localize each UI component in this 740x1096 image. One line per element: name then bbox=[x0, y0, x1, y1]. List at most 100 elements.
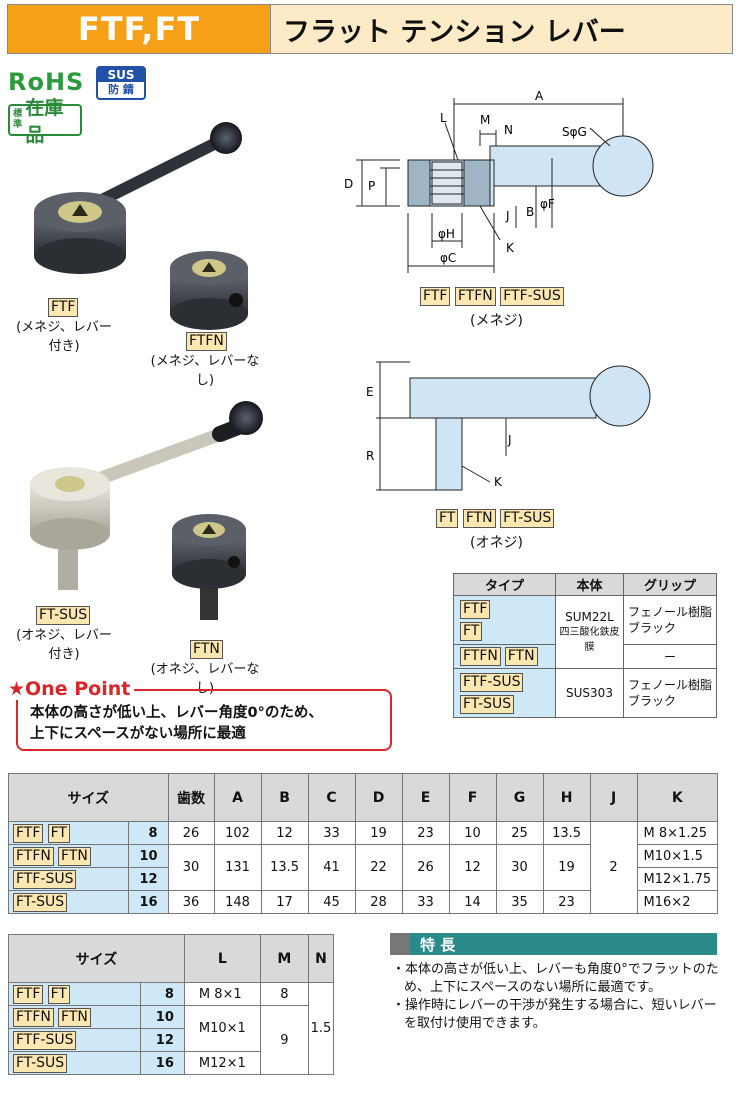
cell: 25 bbox=[495, 821, 544, 845]
table-row: FTF-SUS 12 M12×1.75 bbox=[8, 867, 719, 891]
mat-type-ftf: FTF bbox=[460, 600, 491, 619]
bottom-caption: (オネジ) bbox=[470, 535, 523, 551]
page-header: FTF,FT フラット テンション レバー bbox=[7, 4, 733, 54]
spec-head-f: F bbox=[448, 773, 497, 822]
spec-head-teeth: 歯数 bbox=[167, 773, 215, 822]
cell: 41 bbox=[307, 844, 356, 891]
table-row: FT-SUS 16 36 148 17 45 28 33 14 35 23 M1… bbox=[8, 890, 719, 914]
dim-b: B bbox=[526, 205, 534, 219]
cell: 26 bbox=[167, 821, 215, 845]
mat-grip-1a: フェノール樹脂 bbox=[628, 605, 713, 619]
cell-m: 8 bbox=[259, 982, 309, 1006]
spec-size-16: 16 bbox=[127, 890, 169, 914]
mat-grip-1: フェノール樹脂 ブラック bbox=[623, 595, 717, 645]
cell: 10 bbox=[448, 821, 497, 845]
spec2-type-ftfn: FTFN bbox=[13, 1007, 54, 1027]
cell: 23 bbox=[401, 821, 450, 845]
mat-type-ftf-sus: FTF-SUS bbox=[460, 673, 524, 692]
cell-l: M10×1 bbox=[183, 1005, 261, 1052]
cell: 12 bbox=[448, 844, 497, 891]
mat-body-steel-2: 四三酸化鉄皮膜 bbox=[559, 626, 620, 653]
type-ftf-sus: FTF-SUS bbox=[500, 287, 564, 306]
cell: 36 bbox=[167, 890, 215, 914]
mat-body-steel-1: SUM22L bbox=[565, 609, 614, 624]
cell: 26 bbox=[401, 844, 450, 891]
product-code: FTF,FT bbox=[8, 5, 270, 53]
spec2-head-l: L bbox=[183, 934, 261, 983]
sus-badge: SUS 防 錆 bbox=[96, 66, 146, 100]
table-row: FT-SUS 16 M12×1 bbox=[8, 1051, 334, 1075]
spec-size-12: 12 bbox=[127, 867, 169, 891]
mat-type-ftfn: FTFN bbox=[460, 647, 501, 666]
ftn-desc: (オネジ、レバーなし) bbox=[150, 662, 260, 696]
spec-head-j: J bbox=[589, 773, 638, 822]
spec2-head-n: N bbox=[307, 934, 335, 983]
spec-type-1: FTF FT bbox=[8, 821, 129, 845]
features-header: 特 長 bbox=[390, 933, 717, 955]
ft-sus-code: FT-SUS bbox=[36, 606, 91, 625]
cell-k: M10×1.5 bbox=[636, 844, 719, 868]
spec-type-ftf-sus: FTF-SUS bbox=[13, 869, 77, 889]
spec2-type-3: FTF-SUS bbox=[8, 1028, 141, 1052]
ftn-code: FTN bbox=[190, 640, 223, 659]
mat-body-sus: SUS303 bbox=[555, 668, 624, 718]
cell: 33 bbox=[307, 821, 356, 845]
cell-k: M 8×1.25 bbox=[636, 821, 719, 845]
dim-s: SφG bbox=[562, 125, 587, 139]
stock-badge-small: 標準 bbox=[13, 109, 23, 130]
dim-d: D bbox=[344, 177, 353, 191]
spec2-type-ftf-sus: FTF-SUS bbox=[13, 1030, 77, 1050]
cell: 19 bbox=[542, 844, 591, 891]
dim-k2: K bbox=[494, 475, 503, 489]
spec2-head-size: サイズ bbox=[8, 934, 185, 983]
ft-sus-photo bbox=[30, 401, 263, 590]
spec-head-c: C bbox=[307, 773, 356, 822]
ft-sus-desc: (オネジ、レバー付き) bbox=[16, 628, 112, 662]
ft-sus-label-group: FT-SUS bbox=[36, 604, 91, 625]
stock-badge: 標準 在庫品 bbox=[8, 97, 82, 146]
spec-head-a: A bbox=[213, 773, 262, 822]
mat-head-body: 本体 bbox=[555, 573, 624, 596]
dim-j2: J bbox=[507, 433, 512, 447]
cell: 22 bbox=[354, 844, 403, 891]
table-row: FTFN FTN 10 30 131 13.5 41 22 26 12 30 1… bbox=[8, 844, 719, 891]
cell: 23 bbox=[542, 890, 591, 914]
cell: 13.5 bbox=[542, 821, 591, 845]
dim-e: E bbox=[366, 385, 374, 399]
mat-row1-types: FTF FT bbox=[453, 595, 556, 645]
cell: 45 bbox=[307, 890, 356, 914]
spec-head-k: K bbox=[636, 773, 719, 822]
mat-row3-types: FTF-SUS FT-SUS bbox=[453, 668, 556, 718]
spec2-type-4: FT-SUS bbox=[8, 1051, 141, 1075]
spec-type-ft-sus: FT-SUS bbox=[13, 892, 68, 912]
ftfn-photo bbox=[170, 251, 248, 330]
spec2-type-ft-sus: FT-SUS bbox=[13, 1053, 68, 1073]
cell-l: M12×1 bbox=[183, 1051, 261, 1075]
spec-type-3: FTF-SUS bbox=[8, 867, 129, 891]
one-point-box bbox=[16, 689, 392, 751]
spec2-type-ftn: FTN bbox=[58, 1007, 91, 1027]
rohs-badge: RoHS bbox=[8, 68, 85, 96]
dim-j: J bbox=[505, 209, 510, 223]
one-point-line-2: 上下にスペースがない場所に最適 bbox=[30, 726, 246, 742]
cell: 12 bbox=[260, 821, 309, 845]
dim-r: R bbox=[366, 449, 374, 463]
mat-type-ftn: FTN bbox=[504, 647, 538, 666]
ftf-desc: (メネジ、レバー付き) bbox=[16, 320, 112, 354]
ftfn-desc: (メネジ、レバーなし) bbox=[150, 354, 260, 388]
dim-k: K bbox=[506, 241, 515, 255]
spec-size-10: 10 bbox=[127, 844, 169, 868]
top-types: FTF FTFN FTF-SUS bbox=[420, 287, 564, 306]
spec-type-4: FT-SUS bbox=[8, 890, 129, 914]
feature-item: ・本体の高さが低い上、レバーも角度0°でフラットのため、上下にスペースのない場所… bbox=[392, 962, 719, 995]
dim-m: M bbox=[480, 113, 490, 127]
spec-head-size: サイズ bbox=[8, 773, 169, 822]
spec-type-ftf: FTF bbox=[13, 823, 44, 843]
spec-type-2: FTFN FTN bbox=[8, 844, 129, 868]
cell: 35 bbox=[495, 890, 544, 914]
cell: 17 bbox=[260, 890, 309, 914]
cell-k: M16×2 bbox=[636, 890, 719, 914]
product-photos bbox=[30, 122, 263, 620]
table-row: FTF FT 8 26 102 12 33 19 23 10 25 13.5 2… bbox=[8, 821, 719, 914]
type-ftfn: FTFN bbox=[454, 287, 496, 306]
